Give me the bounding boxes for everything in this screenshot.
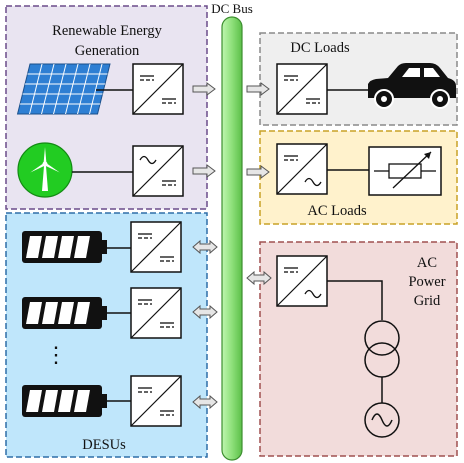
desu-1-dc-dc-converter [130,221,182,273]
battery-icon [22,385,107,417]
desus-title: DESUs [82,437,126,453]
dc-loads-title: DC Loads [290,40,350,56]
ac-loads-title: AC Loads [307,203,367,219]
dc-load-dc-dc-converter [276,63,328,115]
desu-ellipsis: ⋮ [45,342,67,367]
grid-title-line2: Power [408,274,445,290]
dc-bus-bar [221,16,243,461]
grid-title-line1: AC [417,255,437,271]
renewable-title-line2: Generation [75,43,140,59]
battery-icon [22,231,107,263]
ac-source-icon [364,402,400,438]
ac-load-dc-ac-inverter [276,143,328,195]
variable-resistor-icon [368,146,442,196]
dc-bus-label: DC Bus [211,1,253,16]
wind-ac-dc-converter [132,145,184,197]
wind-turbine-icon [17,142,73,198]
battery-icon [22,297,107,329]
solar-dc-dc-converter [132,63,184,115]
car-icon [368,63,456,109]
desu-3-dc-dc-converter [130,375,182,427]
grid-dc-ac-inverter [276,255,328,307]
desu-2-dc-dc-converter [130,287,182,339]
solar-panel-icon [16,63,111,115]
grid-connection-line [327,280,383,320]
grid-title-line3: Grid [414,293,441,309]
renewable-title-line1: Renewable Energy [52,23,162,39]
